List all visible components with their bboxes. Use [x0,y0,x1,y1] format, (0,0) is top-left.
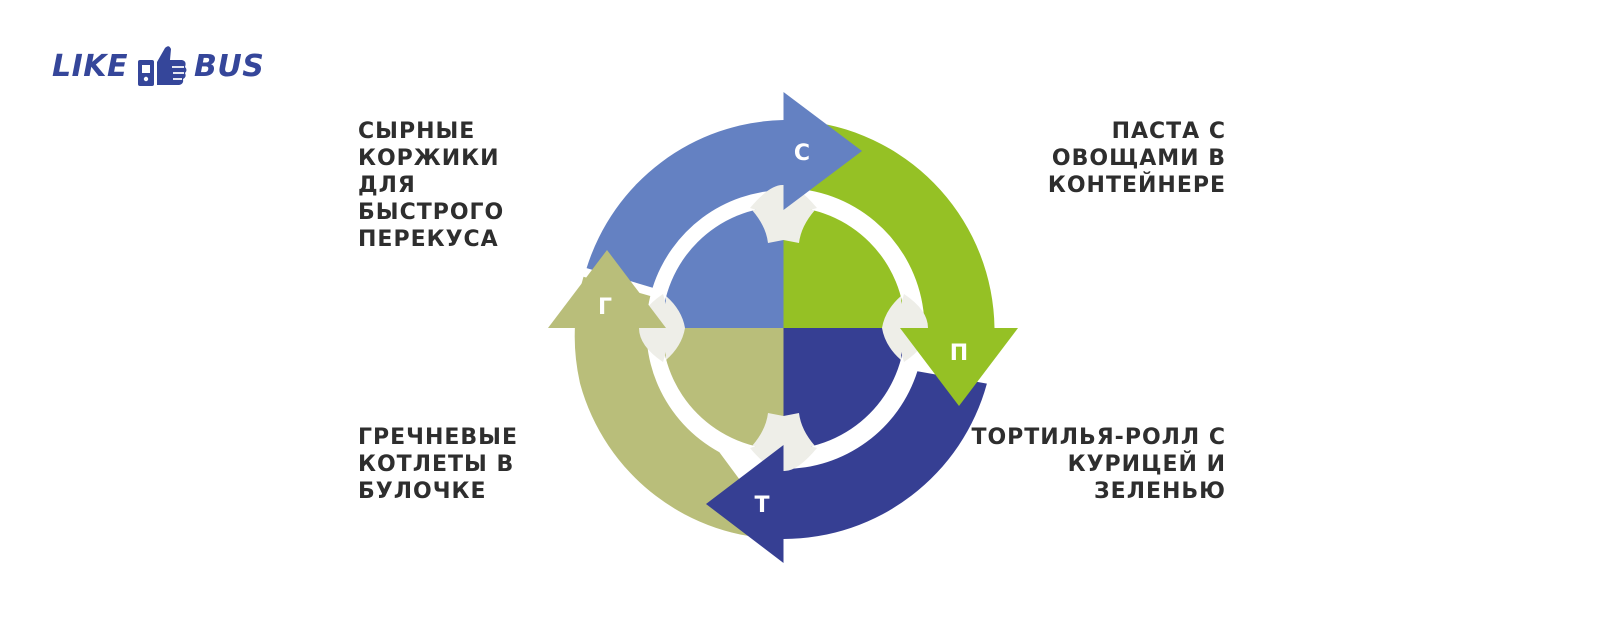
arc-t [783,371,987,539]
quadrant-t [783,328,905,450]
letter-p: П [950,341,968,366]
arrowhead-p [900,328,1018,406]
letter-g: Г [598,295,612,320]
caption-p: ПАСТА С ОВОЩАМИ В КОНТЕЙНЕРЕ [1047,119,1226,198]
arrowhead-t [706,445,784,563]
brand-word-like: LIKE [52,48,129,84]
arc-c [586,120,784,288]
arrowhead-c [783,92,862,210]
quadrant-p [783,206,905,328]
brand-logo: LIKE BUS [52,44,264,88]
arrowhead-g [548,250,666,328]
caption-g: ГРЕЧНЕВЫЕ КОТЛЕТЫ В БУЛОЧКЕ [358,425,518,504]
thumbs-up-bus-icon [138,46,187,86]
caption-t: ТОРТИЛЬЯ-РОЛЛ С КУРИЦЕЙ И ЗЕЛЕНЬЮ [971,425,1226,504]
brand-word-bus: BUS [194,48,265,84]
letter-c: С [794,141,810,166]
arc-p [809,121,995,328]
letter-t: Т [754,493,769,518]
quadrant-c [662,206,784,328]
quadrant-g [662,328,784,450]
caption-c: СЫРНЫЕ КОРЖИКИ ДЛЯ БЫСТРОГО ПЕРЕКУСА [358,119,505,252]
arc-g [574,276,784,539]
